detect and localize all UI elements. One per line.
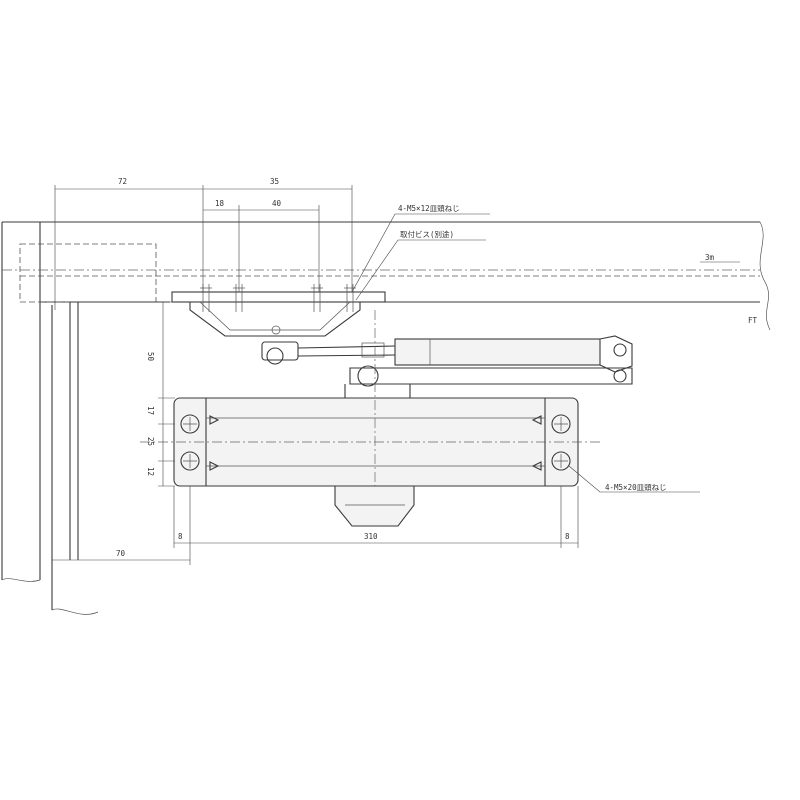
body-screw-bl <box>180 451 200 471</box>
note-floor: FT <box>748 316 758 325</box>
dim-12: 12 <box>146 467 155 476</box>
mounting-bracket <box>171 284 386 337</box>
dim-35: 35 <box>270 177 279 186</box>
bracket-screw-3 <box>311 284 323 312</box>
dim-50: 50 <box>146 352 155 362</box>
note-mounting-pin: 取付ビス(別途) <box>400 229 454 239</box>
dimension-lines <box>52 185 740 565</box>
dim-8-right: 8 <box>565 532 570 541</box>
note-arm-length: 3m <box>705 253 715 262</box>
dimension-labels: 72 35 18 40 50 17 25 12 8 310 8 70 <box>116 177 570 558</box>
dim-310: 310 <box>364 532 378 541</box>
dim-17: 17 <box>146 406 155 415</box>
body-screw-tr <box>551 414 571 434</box>
note-bracket-screws: 4-M5×12皿頭ねじ <box>398 204 460 213</box>
dim-72: 72 <box>118 177 127 186</box>
dim-40: 40 <box>272 199 282 208</box>
door-frame <box>1 221 771 615</box>
dim-18: 18 <box>215 199 225 208</box>
dim-70: 70 <box>116 549 126 558</box>
dim-8-left: 8 <box>178 532 183 541</box>
closer-body <box>140 310 600 527</box>
annotations: 4-M5×12皿頭ねじ 取付ビス(別途) 3m FT 4-M5×20皿頭ねじ <box>398 204 758 492</box>
body-screw-tl <box>180 414 200 434</box>
arm-assembly <box>261 335 633 399</box>
note-body-screws: 4-M5×20皿頭ねじ <box>605 483 667 492</box>
body-screw-br <box>551 451 571 471</box>
dim-25: 25 <box>146 437 155 446</box>
